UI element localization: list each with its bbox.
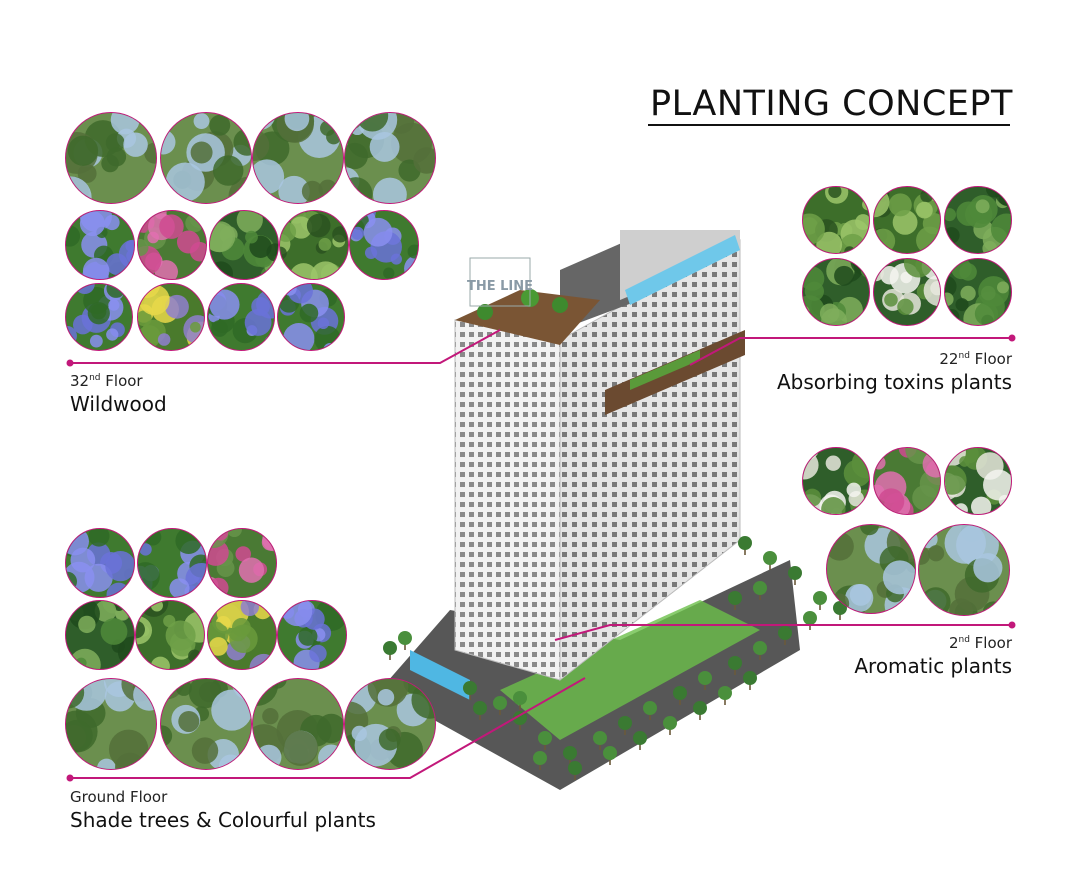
landscape-tree <box>763 551 777 570</box>
plant-photo-fern <box>279 210 349 280</box>
landscape-tree <box>738 536 752 555</box>
plant-photo-flower-pink <box>873 447 941 515</box>
landscape-tree <box>473 701 487 720</box>
landscape-tree <box>513 711 527 730</box>
zone-name-absorbing-toxins: Absorbing toxins plants <box>777 370 1012 394</box>
plant-photo-flower-blue <box>65 210 135 280</box>
sky-garden-band <box>605 330 745 415</box>
landscape-tree <box>538 731 552 750</box>
landscape-tree <box>778 626 792 645</box>
page-title: PLANTING CONCEPT <box>650 84 1013 124</box>
plant-photo-tree <box>160 678 252 770</box>
landscape-tree <box>813 591 827 610</box>
plant-photo-tree <box>252 678 344 770</box>
plant-photo-flower-yellow <box>207 600 277 670</box>
title-underline <box>648 124 1010 126</box>
zone-name-wildwood: Wildwood <box>70 392 167 416</box>
plant-photo-flower-pink <box>137 210 207 280</box>
zone-floor-22nd: 22nd Floor <box>939 350 1012 368</box>
landscape-tree <box>383 641 397 660</box>
tower-left-face <box>454 319 561 681</box>
plant-photo-tree <box>65 112 157 204</box>
landscape-trees <box>383 536 887 780</box>
landscape-tree <box>398 631 412 650</box>
landscape-tree <box>698 671 712 690</box>
plant-photo-flower-blue <box>277 600 347 670</box>
plant-photo-flower-pink <box>207 528 277 598</box>
leader-32 <box>70 329 501 364</box>
zone-name-aromatic: Aromatic plants <box>854 654 1012 678</box>
landscape-tree <box>728 656 742 675</box>
plant-photo-tree <box>918 524 1010 616</box>
plant-photo-leaf <box>944 258 1012 326</box>
landscape-tree <box>753 641 767 660</box>
landscape-tree <box>753 581 767 600</box>
landscape-tree <box>533 751 547 770</box>
landscape-tree <box>603 746 617 765</box>
zone-label-2nd: 2nd Floor Aromatic plants <box>854 634 1012 678</box>
landscape-tree <box>718 686 732 705</box>
plant-photo-flower-blue <box>137 528 207 598</box>
zone-label-ground: Ground Floor Shade trees & Colourful pla… <box>70 788 376 832</box>
plant-photo-white <box>944 447 1012 515</box>
plant-photo-flower-blue <box>65 528 135 598</box>
plant-photo-flower-blue <box>207 283 275 351</box>
rooftop-pool <box>625 235 740 305</box>
building-sign <box>469 257 531 307</box>
plant-photo-fern <box>802 186 870 254</box>
plant-photo-flower-yellow <box>137 283 205 351</box>
plant-photo-white <box>873 258 941 326</box>
plant-photo-leaf <box>944 186 1012 254</box>
zone-label-22nd: 22nd Floor Absorbing toxins plants <box>777 350 1012 394</box>
landscape-tree <box>633 731 647 750</box>
landscape-tree <box>728 591 742 610</box>
landscape-tree <box>618 716 632 735</box>
plant-photo-tree <box>252 112 344 204</box>
plant-photo-fern <box>135 600 205 670</box>
landscape-tree <box>463 681 477 700</box>
landscape-tree <box>788 566 802 585</box>
plant-photo-tree <box>826 524 916 614</box>
leader-2 <box>554 624 1012 641</box>
plant-photo-flower-blue <box>277 283 345 351</box>
landscape-tree <box>593 731 607 750</box>
plant-photo-fern <box>873 186 941 254</box>
zone-floor-32nd: 32nd Floor <box>70 372 143 390</box>
plant-photo-tree <box>65 678 157 770</box>
leader-22 <box>689 337 1012 366</box>
landscape-tree <box>568 761 582 780</box>
plant-photo-tree <box>344 678 436 770</box>
landscape-tree <box>643 701 657 720</box>
plant-photo-tree <box>344 112 436 204</box>
leader-ground <box>70 677 586 779</box>
plant-photo-flower-blue <box>349 210 419 280</box>
zone-floor-2nd: 2nd Floor <box>948 634 1012 652</box>
landscape-tree <box>493 696 507 715</box>
plant-photo-leaf <box>802 258 870 326</box>
leader-lines <box>70 329 1012 779</box>
building-sign-text: THE LINE <box>467 279 533 294</box>
zone-name-shade-trees: Shade trees & Colourful plants <box>70 808 376 832</box>
zone-floor-ground: Ground Floor <box>70 788 168 806</box>
landscape-tree <box>663 716 677 735</box>
landscape-tree <box>743 671 757 690</box>
zone-label-32nd: 32nd Floor Wildwood <box>70 372 167 416</box>
plant-photo-leaf <box>65 600 135 670</box>
landscape-tree <box>513 691 527 710</box>
plant-photo-white <box>802 447 870 515</box>
landscape-tree <box>803 611 817 630</box>
plant-photo-tree <box>160 112 252 204</box>
landscape-tree <box>693 701 707 720</box>
plant-photo-flower-blue <box>65 283 133 351</box>
plant-photo-leaf <box>209 210 279 280</box>
landscape-tree <box>563 746 577 765</box>
landscape-tree <box>673 686 687 705</box>
